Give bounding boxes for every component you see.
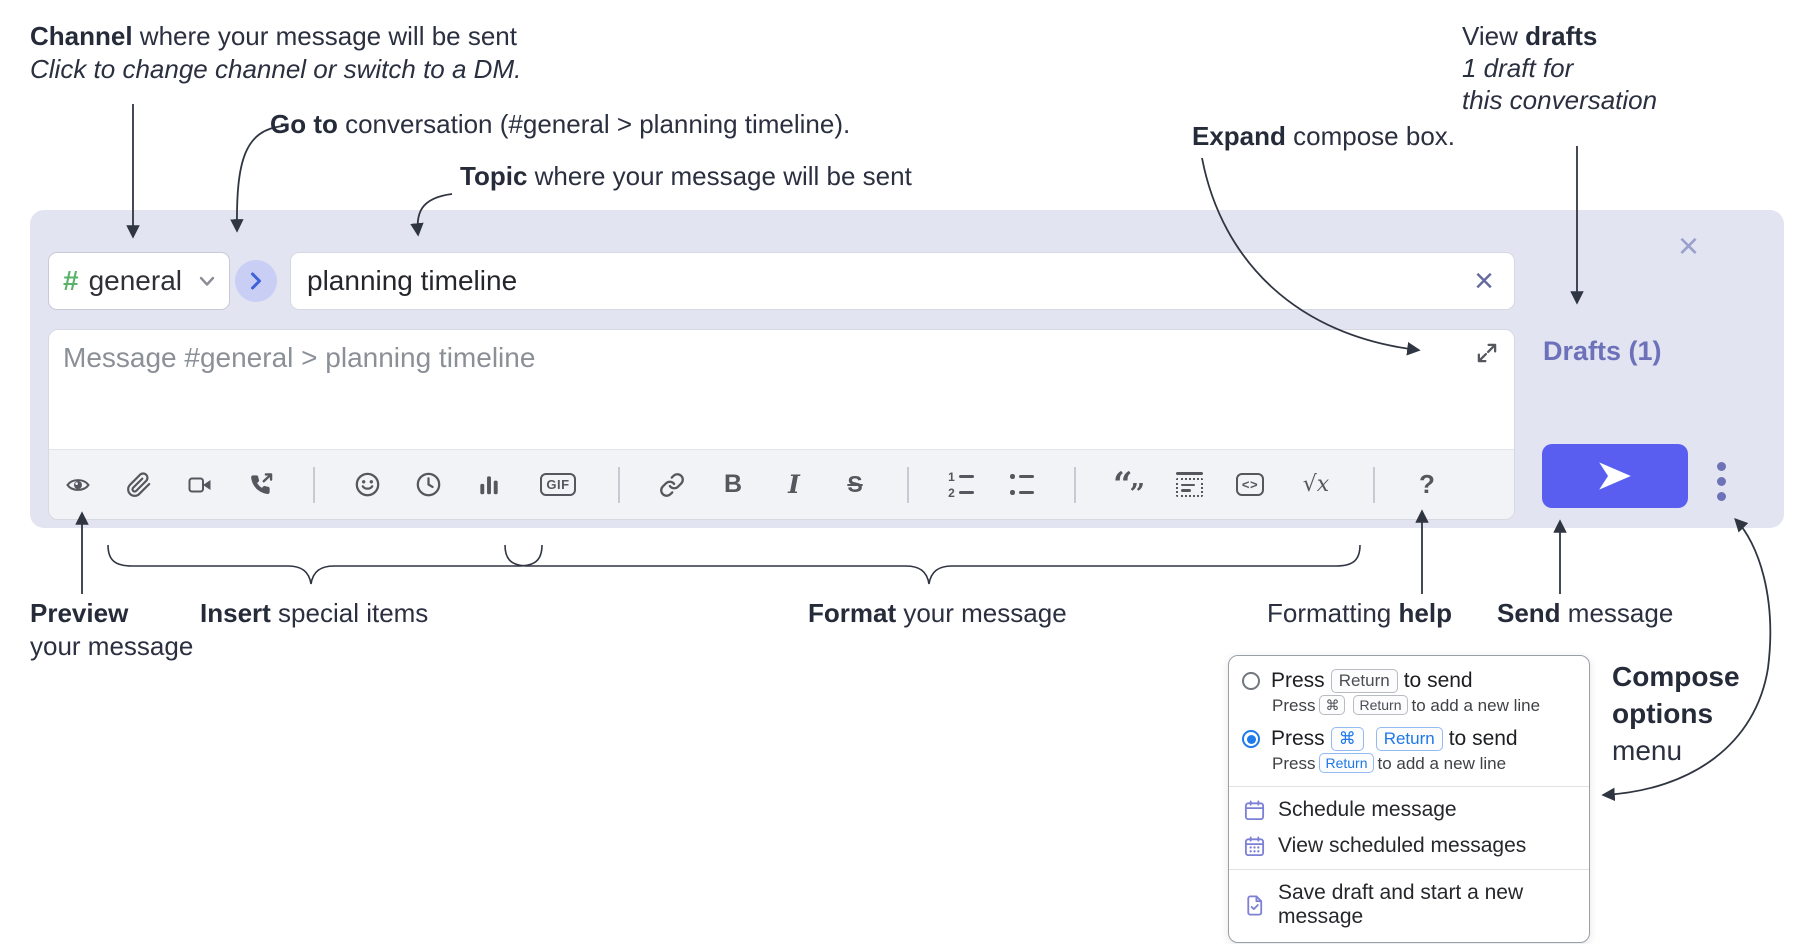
toolbar-divider (1074, 466, 1076, 503)
toolbar-divider (618, 466, 620, 503)
format-annotation: Format your message (808, 598, 1067, 628)
toolbar-divider (313, 466, 315, 503)
cmd-key-chip: ⌘ (1330, 727, 1364, 752)
insert-brace (107, 544, 543, 585)
topic-annotation: Topic where your message will be sent (460, 161, 912, 191)
channel-annotation-bold: Channel (30, 21, 133, 51)
radio-selected-icon[interactable] (1242, 730, 1260, 749)
clear-topic-icon[interactable]: × (1470, 264, 1498, 298)
topic-value: planning timeline (307, 265, 518, 296)
menu-item-schedule-message[interactable]: Schedule message (1229, 792, 1589, 828)
channel-annotation-sub: Click to change channel or switch to a D… (30, 54, 522, 84)
toolbar-divider (1373, 466, 1375, 503)
return-key-chip: Return (1330, 669, 1398, 694)
help-icon[interactable]: ? (1412, 469, 1442, 500)
audio-call-icon[interactable] (246, 470, 276, 500)
expand-compose-icon[interactable] (1474, 340, 1500, 369)
numbered-list-icon[interactable]: 1 2 (946, 470, 976, 500)
drafts-link[interactable]: Drafts (1) (1543, 336, 1662, 366)
chevron-right-icon (251, 272, 261, 290)
compose-box: # general planning timeline × × Message … (30, 210, 1784, 528)
popup-divider (1229, 786, 1589, 788)
menu-item-view-scheduled-messages[interactable]: View scheduled messages (1229, 828, 1589, 864)
calendar-dates-icon (1244, 836, 1265, 856)
time-icon[interactable] (413, 470, 443, 500)
calendar-icon (1244, 800, 1265, 820)
formatting-help-annotation: Formatting help (1267, 598, 1452, 628)
math-icon[interactable]: √x (1296, 470, 1336, 500)
compose-options-annotation: Compose options menu (1612, 661, 1740, 766)
strikethrough-icon[interactable]: S (840, 470, 870, 500)
code-icon[interactable]: <> (1235, 470, 1265, 500)
bulleted-list-icon[interactable] (1007, 470, 1037, 500)
radio-unselected-icon[interactable] (1242, 672, 1260, 691)
quote-icon[interactable]: “” (1113, 464, 1145, 510)
channel-annotation: Channel where your message will be sent … (30, 20, 521, 86)
bold-icon[interactable]: B (718, 470, 748, 500)
menu-item-save-draft[interactable]: Save draft and start a new message (1229, 875, 1589, 935)
save-draft-icon (1247, 895, 1263, 916)
gif-icon[interactable]: GIF (535, 470, 581, 500)
topic-input[interactable]: planning timeline × (290, 252, 1515, 310)
return-key-chip: Return (1353, 695, 1408, 716)
poll-icon[interactable] (474, 470, 504, 500)
message-placeholder: Message #general > planning timeline (63, 342, 536, 373)
send-icon (1599, 462, 1631, 490)
channel-annotation-rest: where your message will be sent (132, 21, 517, 51)
close-compose-icon[interactable]: × (1678, 225, 1700, 266)
preview-annotation: Preview your message (30, 598, 194, 661)
cmd-key-chip: ⌘ (1319, 695, 1346, 716)
expand-annotation: Expand compose box. (1192, 121, 1456, 151)
channel-name: general (88, 265, 182, 296)
channel-hash-icon: # (63, 265, 79, 296)
spoiler-icon[interactable] (1174, 470, 1204, 500)
link-icon[interactable] (657, 470, 687, 500)
toolbar-divider (907, 466, 909, 503)
compose-options-menu-icon[interactable] (1715, 460, 1728, 503)
go-to-conversation-button[interactable] (235, 260, 277, 302)
goto-annotation: Go to conversation (#general > planning … (270, 109, 851, 139)
send-button[interactable] (1542, 444, 1688, 508)
preview-icon[interactable] (63, 470, 93, 500)
attach-icon[interactable] (124, 470, 154, 500)
italic-icon[interactable]: I (779, 470, 809, 500)
message-card: Message #general > planning timeline (48, 329, 1515, 520)
return-key-chip: Return (1375, 727, 1443, 752)
chevron-down-icon (199, 276, 215, 286)
popup-divider (1229, 869, 1589, 871)
send-annotation: Send message (1497, 598, 1674, 628)
video-call-icon[interactable] (185, 470, 215, 500)
insert-annotation: Insert special items (200, 598, 429, 628)
channel-selector[interactable]: # general (48, 252, 230, 310)
format-brace (504, 544, 1361, 585)
return-key-chip: Return (1319, 753, 1374, 774)
message-input[interactable]: Message #general > planning timeline (49, 330, 1514, 451)
emoji-icon[interactable] (352, 470, 382, 500)
view-drafts-annotation: View drafts 1 draft for this conversatio… (1462, 21, 1658, 115)
compose-toolbar: GIF B I S 1 2 (49, 449, 1514, 519)
